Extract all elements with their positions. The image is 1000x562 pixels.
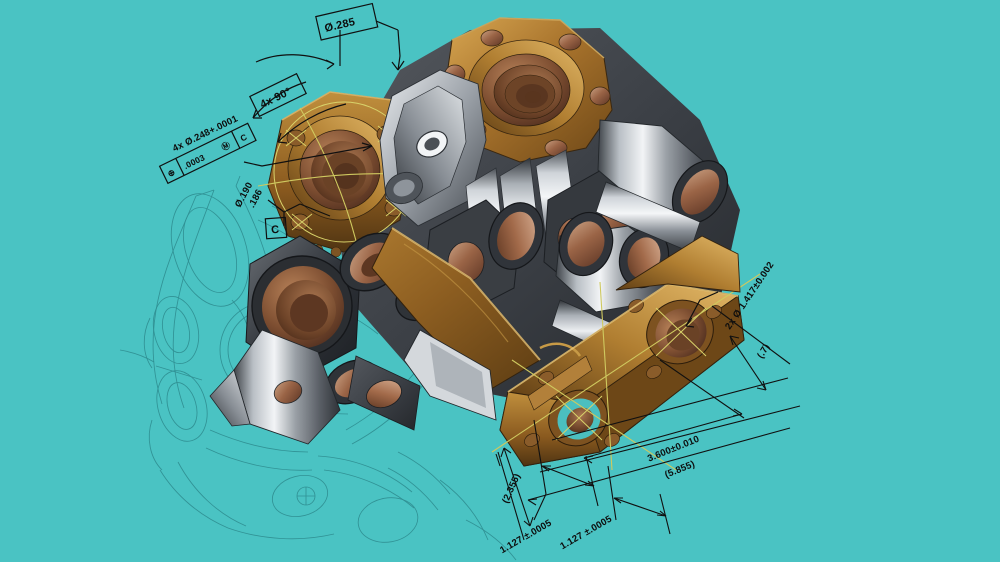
lower-center-panel: [347, 329, 497, 431]
cad-model-assembly[interactable]: [209, 17, 761, 471]
bronze-main-block: [499, 283, 745, 467]
annotation-reference-7[interactable]: (.7): [659, 305, 791, 419]
position-symbol: ⊕: [166, 167, 177, 179]
datum-reference: C: [239, 132, 249, 144]
cylinder-barrels-right: [488, 119, 729, 363]
steel-foot-left: [209, 329, 341, 445]
datum-feature-symbol[interactable]: C: [264, 216, 288, 240]
block-centerlines: [491, 273, 761, 471]
datum-letter: C: [271, 224, 280, 237]
bronze-right-arm: [615, 235, 741, 293]
